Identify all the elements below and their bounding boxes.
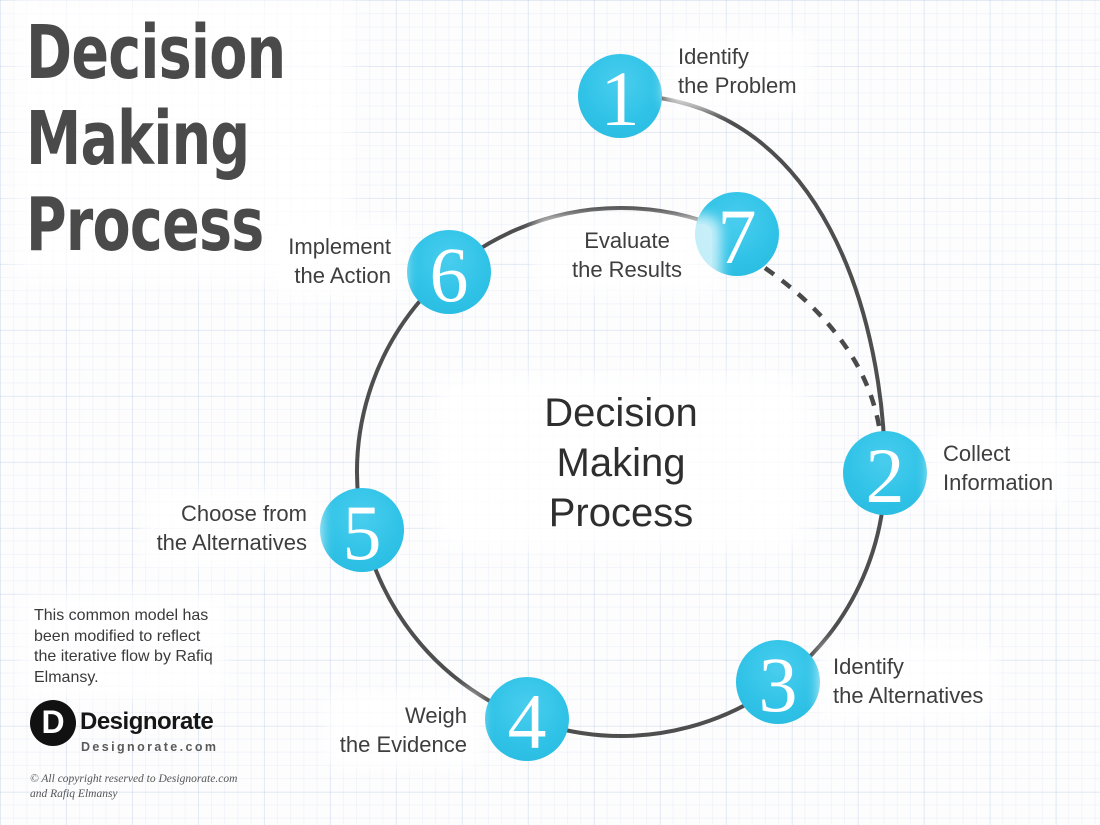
spiral-entry-arc: [618, 93, 887, 475]
note-line-1: This common model has: [34, 607, 209, 624]
step-5-label: Choose from the Alternatives: [150, 497, 313, 559]
step-4-label-line-2: the Evidence: [339, 732, 467, 757]
step-4-label: Weigh the Evidence: [333, 699, 473, 761]
step-3-circle: 3: [736, 640, 820, 724]
logo-monogram: D: [41, 703, 65, 740]
page-title-line-2: Making: [26, 96, 250, 182]
step-1-number: 1: [600, 55, 640, 142]
step-1-label-line-2: the Problem: [678, 73, 797, 98]
note-text: This common model has been modified to r…: [28, 602, 219, 692]
step-3-label: Identify the Alternatives: [827, 650, 990, 712]
copyright-line-1: © All copyright reserved to Designorate.…: [30, 773, 238, 785]
center-title: Decision Making Process: [446, 388, 796, 538]
step-5-label-line-1: Choose from: [181, 501, 307, 526]
step-6-label-line-1: Implement: [288, 234, 391, 259]
page-title: Decision Making Process: [26, 10, 341, 268]
step-7-label: Evaluate the Results: [542, 224, 712, 286]
step-7-number: 7: [717, 193, 757, 280]
step-4-circle: 4: [485, 677, 569, 761]
center-title-line-3: Process: [548, 491, 694, 535]
center-title-line-1: Decision: [544, 391, 698, 435]
step-5-circle: 5: [320, 488, 404, 572]
step-2-number: 2: [865, 432, 905, 519]
step-3-label-line-2: the Alternatives: [833, 683, 984, 708]
step-1-circle: 1: [578, 54, 662, 138]
step-2-label-line-1: Collect: [943, 441, 1011, 466]
logo-domain: Designorate.com: [81, 740, 219, 754]
designorate-logo-mark-icon: D: [30, 700, 76, 746]
step-6-number: 6: [429, 231, 469, 318]
iteration-dashed-arc: [763, 266, 883, 433]
note-line-4: Elmansy.: [34, 668, 99, 686]
step-2-circle: 2: [843, 431, 927, 515]
step-3-label-line-1: Identify: [833, 654, 904, 679]
step-2-label: Collect Information: [937, 437, 1060, 499]
page-title-line-3: Process: [26, 182, 264, 268]
step-7-label-line-2: the Results: [571, 257, 683, 282]
step-6-circle: 6: [407, 230, 491, 314]
step-1-label-line-1: Identify: [678, 44, 749, 69]
center-title-line-2: Making: [556, 441, 686, 485]
page-title-line-1: Decision: [26, 10, 286, 96]
step-6-label-line-2: the Action: [294, 263, 391, 288]
step-3-number: 3: [758, 641, 798, 728]
copyright-line-2: and Rafiq Elmansy: [30, 788, 118, 800]
logo-name: Designorate: [80, 708, 214, 735]
step-4-number: 4: [507, 678, 547, 765]
note-line-2: been modified to reflect: [34, 627, 201, 645]
step-5-number: 5: [342, 489, 382, 576]
step-7-label-line-1: Evaluate: [584, 228, 670, 253]
step-2-label-line-2: Information: [943, 470, 1054, 495]
step-1-label: Identify the Problem: [672, 40, 803, 102]
note-line-3: the iterative flow by Rafiq: [34, 648, 213, 665]
copyright-text: © All copyright reserved to Designorate.…: [30, 772, 237, 802]
step-5-label-line-2: the Alternatives: [156, 530, 307, 555]
step-4-label-line-1: Weigh: [405, 703, 467, 728]
step-6-label: Implement the Action: [282, 230, 397, 292]
